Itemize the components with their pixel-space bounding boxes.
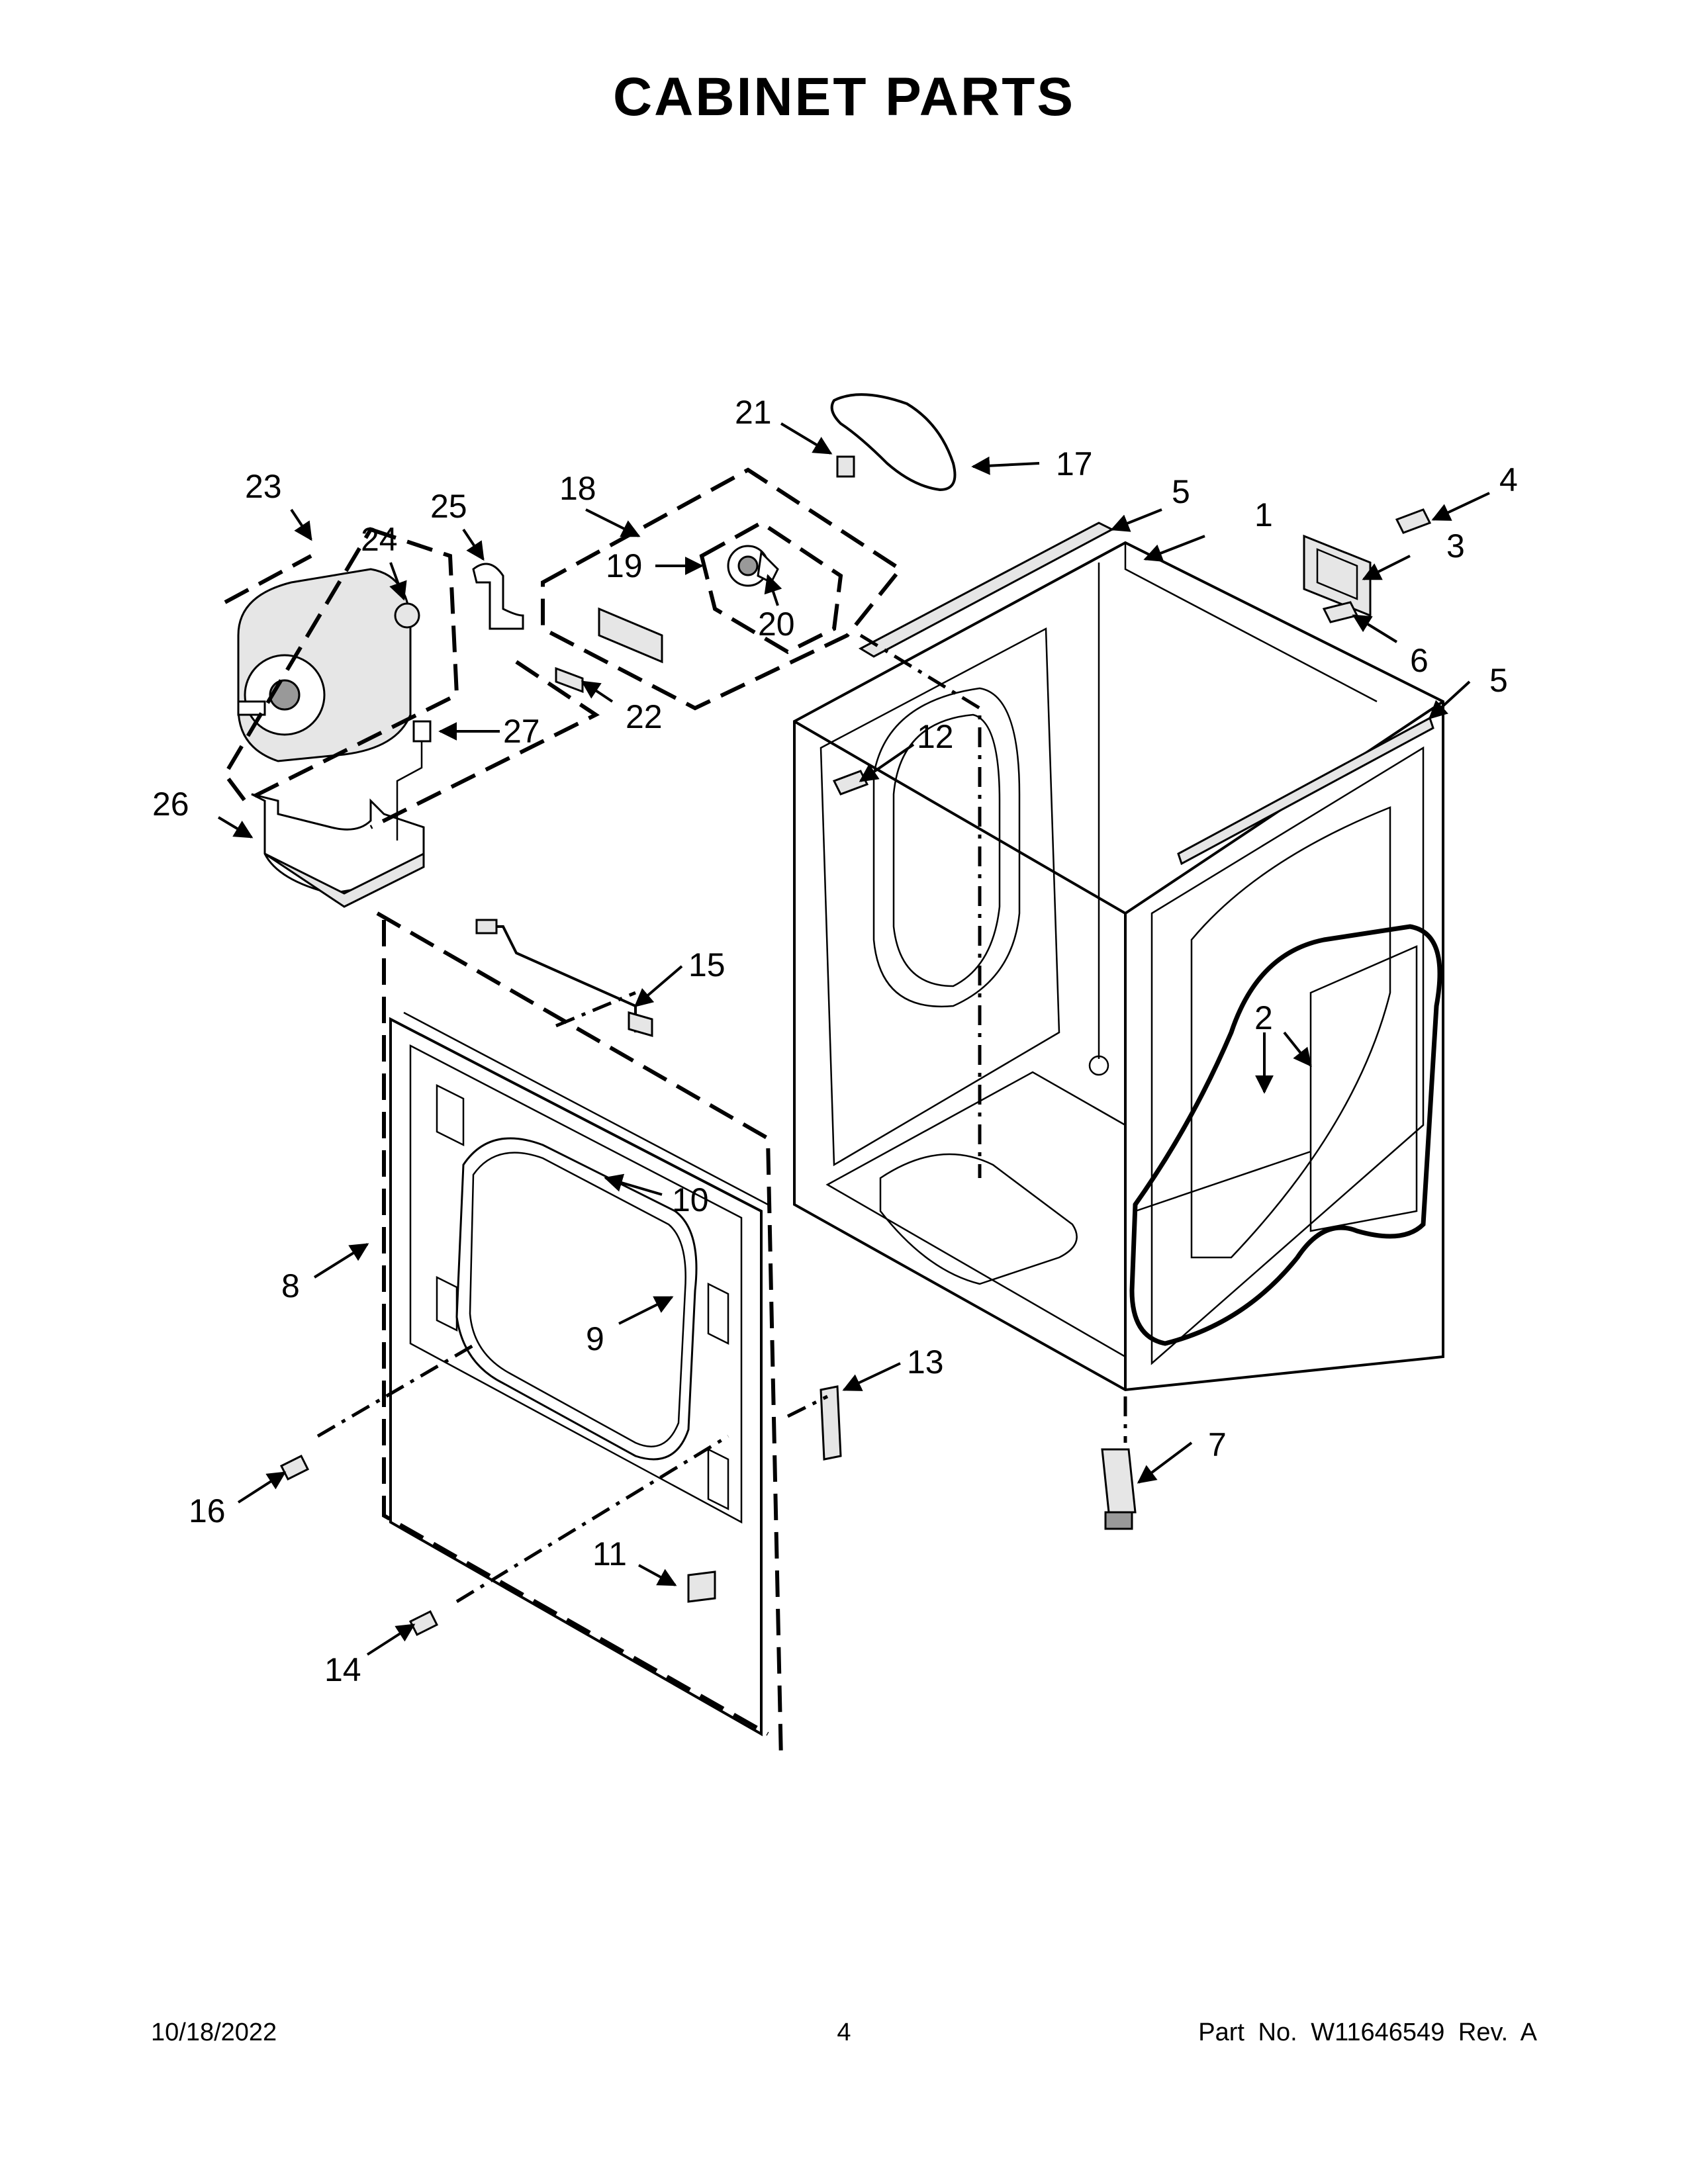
callout-22: 22: [626, 698, 663, 735]
footer-part-number: Part No. W11646549 Rev. A: [1198, 2019, 1537, 2046]
callout-24: 24: [361, 521, 398, 558]
callout-11: 11: [592, 1535, 627, 1572]
callout-10: 10: [672, 1181, 709, 1218]
front-panel: [389, 1011, 769, 1737]
idler-assembly: [555, 393, 957, 694]
page-title: CABINET PARTS: [612, 67, 1076, 127]
callout-14: 14: [324, 1651, 361, 1688]
callout-26: 26: [152, 786, 189, 823]
cabinet: [793, 522, 1444, 1392]
idler-subgroup-outline: [699, 520, 843, 655]
callout-4: 4: [1499, 461, 1518, 498]
callout-3: 3: [1446, 527, 1465, 565]
callout-20: 20: [758, 606, 795, 643]
callout-6: 6: [1410, 642, 1429, 679]
motor-assembly: [237, 563, 524, 762]
callout-27: 27: [503, 713, 540, 750]
callout-15: 15: [688, 946, 726, 983]
motor-group-outline: [222, 527, 459, 803]
callout-8: 8: [281, 1267, 300, 1304]
front-panel-group-outline: [376, 911, 783, 1761]
callout-5b: 5: [1489, 662, 1508, 699]
callout-16: 16: [189, 1492, 226, 1529]
callout-9: 9: [586, 1320, 604, 1357]
callout-5a: 5: [1172, 473, 1190, 510]
callout-18: 18: [559, 470, 596, 507]
footer-page-number: 4: [837, 2019, 851, 2046]
callout-12: 12: [917, 718, 954, 755]
callout-25: 25: [430, 488, 467, 525]
footer-date: 10/18/2022: [151, 2019, 277, 2046]
callout-19: 19: [606, 547, 643, 584]
callout-21: 21: [735, 394, 772, 431]
callout-7: 7: [1208, 1426, 1227, 1463]
callout-23: 23: [245, 468, 282, 505]
callout-13: 13: [907, 1343, 944, 1381]
motor-mount: [251, 720, 432, 908]
callout-2: 2: [1254, 999, 1273, 1036]
idler-group-outline: [541, 467, 904, 711]
callout-1: 1: [1254, 496, 1273, 533]
callout-17: 17: [1056, 445, 1093, 482]
